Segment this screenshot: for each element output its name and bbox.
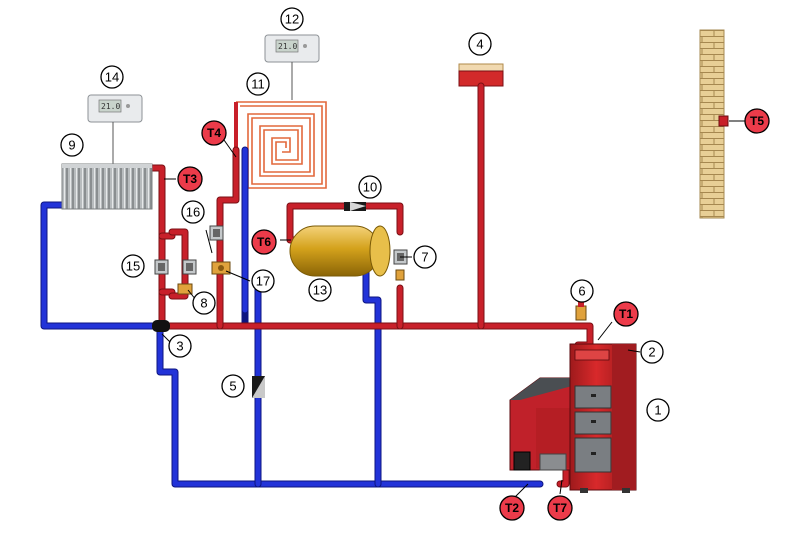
svg-text:5: 5	[229, 379, 236, 394]
sensor-t6: T6	[251, 229, 277, 255]
label-8: 8	[192, 291, 216, 315]
label-12: 12	[280, 7, 304, 31]
label-17: 17	[251, 269, 275, 293]
sensor-t5: T5	[744, 108, 770, 134]
svg-text:T4: T4	[207, 126, 221, 140]
svg-text:2: 2	[648, 345, 655, 360]
check-valve-10	[344, 202, 366, 211]
sensor-t4: T4	[201, 120, 227, 146]
svg-text:10: 10	[363, 180, 377, 195]
svg-text:T2: T2	[505, 501, 519, 515]
sensor-t7: T7	[547, 495, 573, 521]
svg-text:21.0: 21.0	[278, 42, 297, 51]
svg-text:12: 12	[285, 12, 299, 27]
label-15: 15	[121, 254, 145, 278]
underfloor-heating-loop	[234, 101, 327, 189]
junction-3	[152, 320, 170, 332]
mixing-valve-8	[177, 283, 193, 295]
label-3: 3	[168, 334, 192, 358]
label-10: 10	[358, 175, 382, 199]
svg-text:6: 6	[578, 284, 585, 299]
label-11: 11	[246, 72, 270, 96]
label-7: 7	[413, 245, 437, 269]
svg-text:8: 8	[200, 296, 207, 311]
circulation-pump-16	[209, 225, 224, 241]
circulation-pump-15	[154, 259, 197, 275]
svg-text:T5: T5	[750, 114, 764, 128]
label-6: 6	[570, 279, 594, 303]
radiator	[61, 163, 153, 210]
svg-text:T1: T1	[619, 307, 633, 321]
svg-text:14: 14	[105, 70, 119, 85]
svg-text:17: 17	[256, 274, 270, 289]
svg-text:1: 1	[654, 403, 661, 418]
svg-text:3: 3	[176, 339, 183, 354]
label-5: 5	[221, 374, 245, 398]
label-1: 1	[646, 398, 670, 422]
pump-7	[393, 249, 408, 281]
hot-water-tank	[289, 225, 391, 277]
label-13: 13	[308, 278, 332, 302]
svg-text:11: 11	[251, 77, 265, 92]
label-16: 16	[181, 200, 205, 224]
return-pipes	[40, 146, 544, 488]
boiler	[509, 343, 637, 493]
svg-text:T6: T6	[257, 235, 271, 249]
label-4: 4	[468, 32, 492, 56]
room-thermostat-12: 21.0	[264, 34, 320, 100]
label-14: 14	[100, 65, 124, 89]
svg-text:21.0: 21.0	[101, 102, 120, 111]
svg-text:13: 13	[313, 283, 327, 298]
outdoor-wall	[699, 29, 729, 219]
expansion-vessel	[458, 63, 504, 87]
svg-text:16: 16	[186, 205, 200, 220]
sensor-t3: T3	[177, 166, 203, 192]
svg-text:7: 7	[421, 250, 428, 265]
svg-text:4: 4	[476, 37, 483, 52]
three-way-valve-17	[211, 261, 231, 275]
svg-text:T7: T7	[553, 501, 567, 515]
outdoor-sensor-body	[718, 115, 729, 127]
room-thermostat-14: 21.0	[87, 94, 143, 164]
label-2: 2	[640, 340, 664, 364]
safety-valve-6	[575, 302, 587, 321]
svg-text:T3: T3	[183, 172, 197, 186]
label-9: 9	[60, 133, 84, 157]
leader-lines	[161, 120, 745, 499]
svg-text:15: 15	[126, 259, 140, 274]
sensor-t2: T2	[499, 495, 525, 521]
check-valve-5	[252, 376, 265, 398]
svg-text:9: 9	[68, 138, 75, 153]
sensor-t1: T1	[613, 301, 639, 327]
